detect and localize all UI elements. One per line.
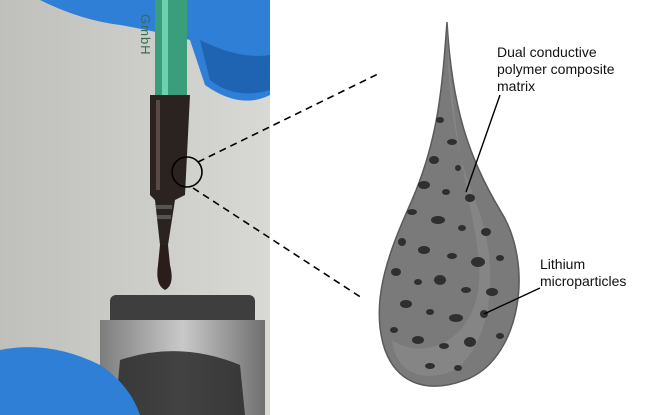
particle <box>429 156 439 164</box>
zoom-line-upper <box>197 72 381 163</box>
particle <box>471 257 485 267</box>
particle <box>455 165 461 171</box>
pipette-green <box>155 0 187 95</box>
particle <box>436 117 444 123</box>
particle <box>434 275 446 285</box>
particle <box>481 228 491 236</box>
particle <box>464 337 476 347</box>
pipette-ring-2 <box>157 215 171 219</box>
particle <box>426 309 434 315</box>
particle <box>425 363 435 369</box>
lithium-particles <box>390 117 504 371</box>
jar-content <box>115 351 245 415</box>
particle <box>454 365 462 371</box>
circle-magnifier-icon <box>171 156 203 188</box>
glove-bottom <box>0 347 140 415</box>
particle <box>461 287 471 293</box>
particle <box>412 336 424 344</box>
particle <box>400 300 412 308</box>
particle <box>447 253 457 259</box>
label-lithium-microparticles: Lithium microparticles <box>540 256 627 289</box>
particle <box>458 225 466 231</box>
photo-panel <box>0 0 270 415</box>
particle <box>418 181 430 189</box>
zoom-line-lower <box>192 187 363 299</box>
particle <box>442 189 450 195</box>
glove-fold <box>200 40 270 94</box>
pipette-ring-1 <box>156 205 172 209</box>
particle <box>418 246 430 254</box>
pipette-highlight <box>162 0 168 95</box>
particle <box>465 194 475 202</box>
jar-lid-rim <box>110 295 255 325</box>
particle <box>431 216 445 224</box>
particle <box>398 238 406 246</box>
particle <box>390 327 398 333</box>
photo-drop <box>157 245 172 290</box>
label-polymer-matrix: Dual conductive polymer composite matrix <box>497 44 615 94</box>
particle <box>391 268 401 276</box>
particle <box>486 288 498 296</box>
particle <box>496 255 504 261</box>
leader-matrix <box>465 94 501 193</box>
particle <box>496 333 504 339</box>
particle <box>449 314 463 322</box>
particle <box>447 139 457 145</box>
pipette-shine <box>156 100 160 190</box>
particle <box>439 343 449 349</box>
leader-lithium <box>483 287 541 315</box>
particle <box>407 209 417 215</box>
particle <box>414 279 422 285</box>
